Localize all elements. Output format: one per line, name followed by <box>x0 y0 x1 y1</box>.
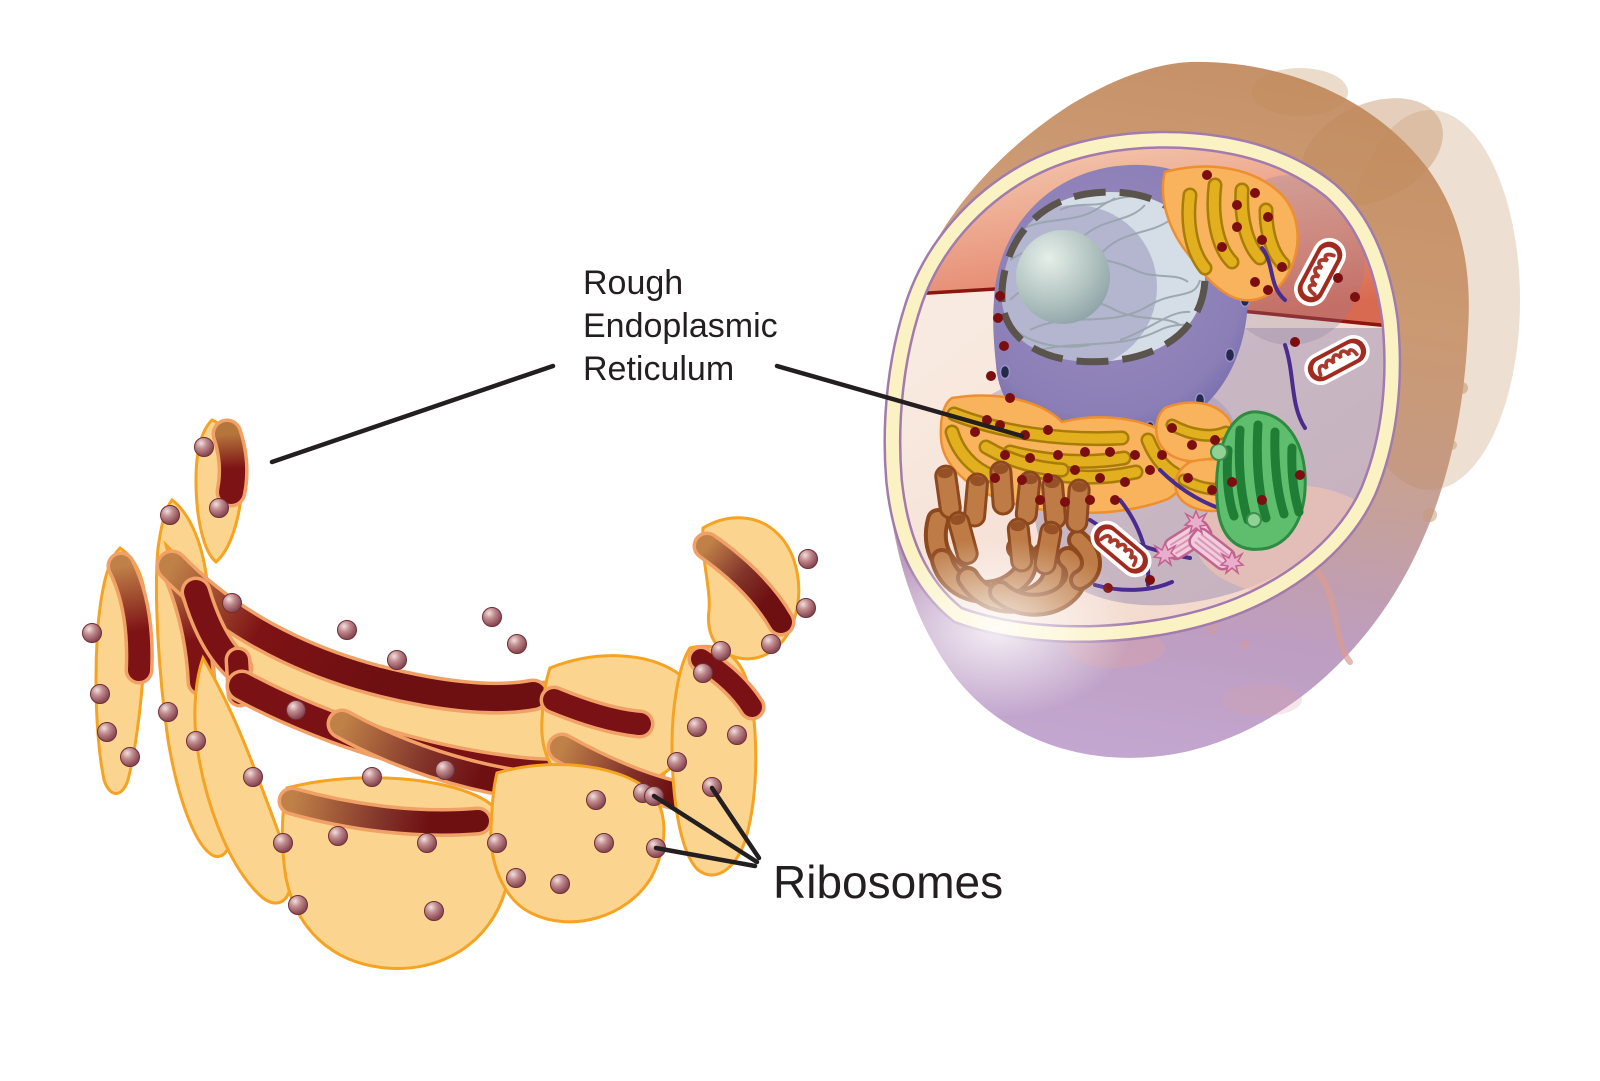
cell-illustration <box>863 61 1520 758</box>
leader-lines-rough-er <box>269 363 1025 465</box>
er-vesicle-detached <box>692 516 801 661</box>
label-rough-er-line3: Reticulum <box>583 350 734 388</box>
rough-er-diagram <box>82 418 818 971</box>
leader-line-to-cell-er <box>774 363 1025 439</box>
label-rough-er-line2: Endoplasmic <box>583 307 778 345</box>
label-rough-er-line1: Rough <box>583 264 683 302</box>
leader-line-ribosome-3 <box>653 845 758 869</box>
er-cisterna-tail <box>193 654 293 905</box>
golgi-vesicle <box>1210 443 1228 461</box>
leader-line-ribosome-1 <box>651 793 760 865</box>
er-cisterna-bottom-lobe-left <box>277 776 513 971</box>
annotations: Rough Endoplasmic Reticulum Ribosomes <box>269 264 1025 908</box>
leader-line-to-er-diagram <box>269 363 556 465</box>
cell-membrane-cream-band <box>885 133 1399 641</box>
nucleolus <box>1016 230 1110 324</box>
golgi-apparatus <box>1210 410 1307 551</box>
cell-surface-highlight <box>863 538 1133 718</box>
label-ribosomes: Ribosomes <box>773 856 1003 908</box>
golgi-vesicle <box>1246 512 1262 528</box>
er-cisterna-bottom-lobe-right <box>489 763 666 924</box>
leader-lines-ribosomes <box>651 785 762 869</box>
leader-line-ribosome-2 <box>709 785 762 861</box>
er-cisterna-right-edge <box>670 644 766 877</box>
cell-rough-er-upper <box>1161 165 1299 302</box>
